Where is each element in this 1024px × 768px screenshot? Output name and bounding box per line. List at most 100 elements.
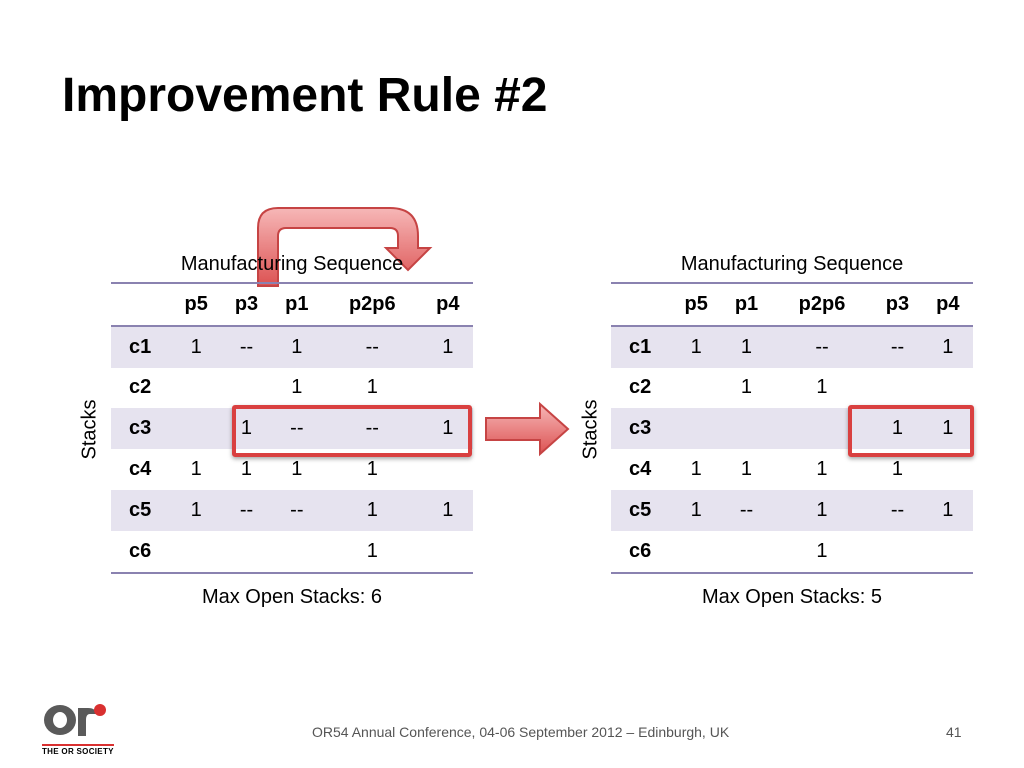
logo-caption: THE OR SOCIETY	[42, 744, 114, 756]
table-cell: --	[239, 335, 254, 358]
column-header: p5	[171, 284, 222, 327]
row-label: c5	[629, 498, 652, 521]
table-cell: 1	[942, 335, 954, 358]
row-label: c2	[129, 376, 152, 399]
table-cell	[221, 368, 271, 409]
column-header: p1	[271, 284, 322, 327]
table-cell: 1	[190, 335, 202, 358]
table-cell: 1	[690, 458, 702, 481]
table-cell: --	[239, 498, 254, 521]
row-label: c4	[629, 458, 652, 481]
table-cell: --	[890, 498, 905, 521]
row-label: c2	[629, 376, 652, 399]
table-cell: --	[365, 417, 379, 440]
left-sequence-panel: Manufacturing Sequence p5 p3 p1 p2p6 p4 …	[111, 246, 473, 609]
table-cell: 1	[240, 417, 253, 440]
table-cell: --	[290, 417, 304, 440]
table-cell: 1	[891, 458, 904, 481]
table-cell: 1	[190, 498, 202, 521]
row-label: c3	[629, 417, 652, 440]
table-cell: 1	[740, 458, 753, 481]
table-cell: 1	[291, 458, 303, 481]
table-cell: 1	[190, 458, 202, 481]
table-cell: 1	[291, 335, 303, 358]
curved-move-arrow-icon	[257, 207, 433, 287]
page-number: 41	[946, 724, 962, 740]
corner-cell	[111, 284, 171, 327]
table-cell: 1	[690, 335, 702, 358]
table-cell	[271, 530, 322, 574]
table-cell: 1	[240, 458, 253, 481]
slide-title: Improvement Rule #2	[62, 69, 548, 122]
table-cell: 1	[816, 458, 828, 481]
table-row: c4 1 1 1 1	[611, 449, 973, 490]
left-c3-highlight-box	[232, 405, 472, 457]
table-cell: 1	[321, 530, 423, 574]
row-label: c3	[129, 417, 152, 440]
table-row: c3 1 1	[611, 408, 973, 450]
table-cell	[671, 368, 721, 409]
table-row: c6 1	[611, 530, 973, 574]
column-header: p2p6	[321, 284, 423, 327]
table-row: c2 1 1	[611, 368, 973, 409]
table-cell	[872, 530, 923, 574]
table-cell: --	[890, 335, 905, 358]
table-cell	[671, 408, 721, 449]
table-cell: 1	[366, 458, 378, 481]
column-header: p1	[721, 284, 772, 327]
table-cell: 1	[740, 376, 753, 399]
table-cell	[171, 368, 221, 409]
row-label: c1	[129, 335, 152, 358]
table-row: c5 1 -- -- 1 1	[111, 489, 473, 531]
table-cell: 1	[366, 376, 378, 399]
table-cell: --	[290, 498, 304, 521]
table-cell: 1	[442, 498, 454, 521]
table-cell	[422, 530, 473, 574]
table-row: c6 1	[111, 530, 473, 574]
table-cell: 1	[442, 335, 454, 358]
table-cell	[721, 408, 771, 449]
table-cell: --	[815, 335, 829, 358]
row-label: c5	[129, 498, 152, 521]
row-label: c6	[111, 530, 171, 574]
table-cell: 1	[442, 417, 454, 440]
table-cell: 1	[291, 376, 303, 399]
corner-cell	[611, 284, 671, 327]
right-max-open-stacks: Max Open Stacks: 5	[701, 585, 883, 608]
table-cell	[171, 408, 221, 449]
table-cell	[221, 530, 272, 574]
column-header: p4	[922, 284, 973, 327]
row-label: c4	[129, 458, 152, 481]
table-cell	[171, 530, 222, 574]
left-sequence-table: p5 p3 p1 p2p6 p4 c1 1 -- 1 -- 1 c2 1 1	[111, 284, 473, 574]
table-row: c4 1 1 1 1	[111, 449, 473, 490]
table-cell: 1	[816, 376, 828, 399]
left-sequence-label: Manufacturing Sequence	[111, 246, 473, 284]
table-cell	[922, 530, 973, 574]
right-stacks-axis-label: Stacks	[579, 399, 602, 460]
slide-footer: OR54 Annual Conference, 04-06 September …	[312, 724, 730, 740]
right-c3-highlight-box	[848, 405, 974, 457]
table-cell: --	[365, 335, 379, 358]
table-cell: 1	[942, 417, 954, 440]
right-sequence-label: Manufacturing Sequence	[611, 246, 973, 284]
table-cell	[671, 530, 722, 574]
table-cell: --	[739, 498, 754, 521]
table-cell	[423, 368, 473, 409]
row-label: c6	[611, 530, 671, 574]
table-cell: 1	[366, 498, 378, 521]
left-max-open-stacks: Max Open Stacks: 6	[201, 585, 383, 608]
table-cell: 1	[771, 530, 873, 574]
table-row: c2 1 1	[111, 368, 473, 409]
table-cell	[923, 368, 973, 409]
or-society-logo: THE OR SOCIETY	[38, 700, 118, 758]
right-sequence-table: p5 p1 p2p6 p3 p4 c1 1 1 -- -- 1 c2 1 1	[611, 284, 973, 574]
table-row: c5 1 -- 1 -- 1	[611, 489, 973, 531]
table-cell: 1	[942, 498, 954, 521]
table-cell: 1	[891, 417, 904, 440]
row-label: c1	[629, 335, 652, 358]
left-stacks-axis-label: Stacks	[78, 399, 101, 460]
column-header: p2p6	[771, 284, 873, 327]
table-row: c1 1 1 -- -- 1	[611, 325, 973, 368]
table-cell: 1	[816, 498, 828, 521]
